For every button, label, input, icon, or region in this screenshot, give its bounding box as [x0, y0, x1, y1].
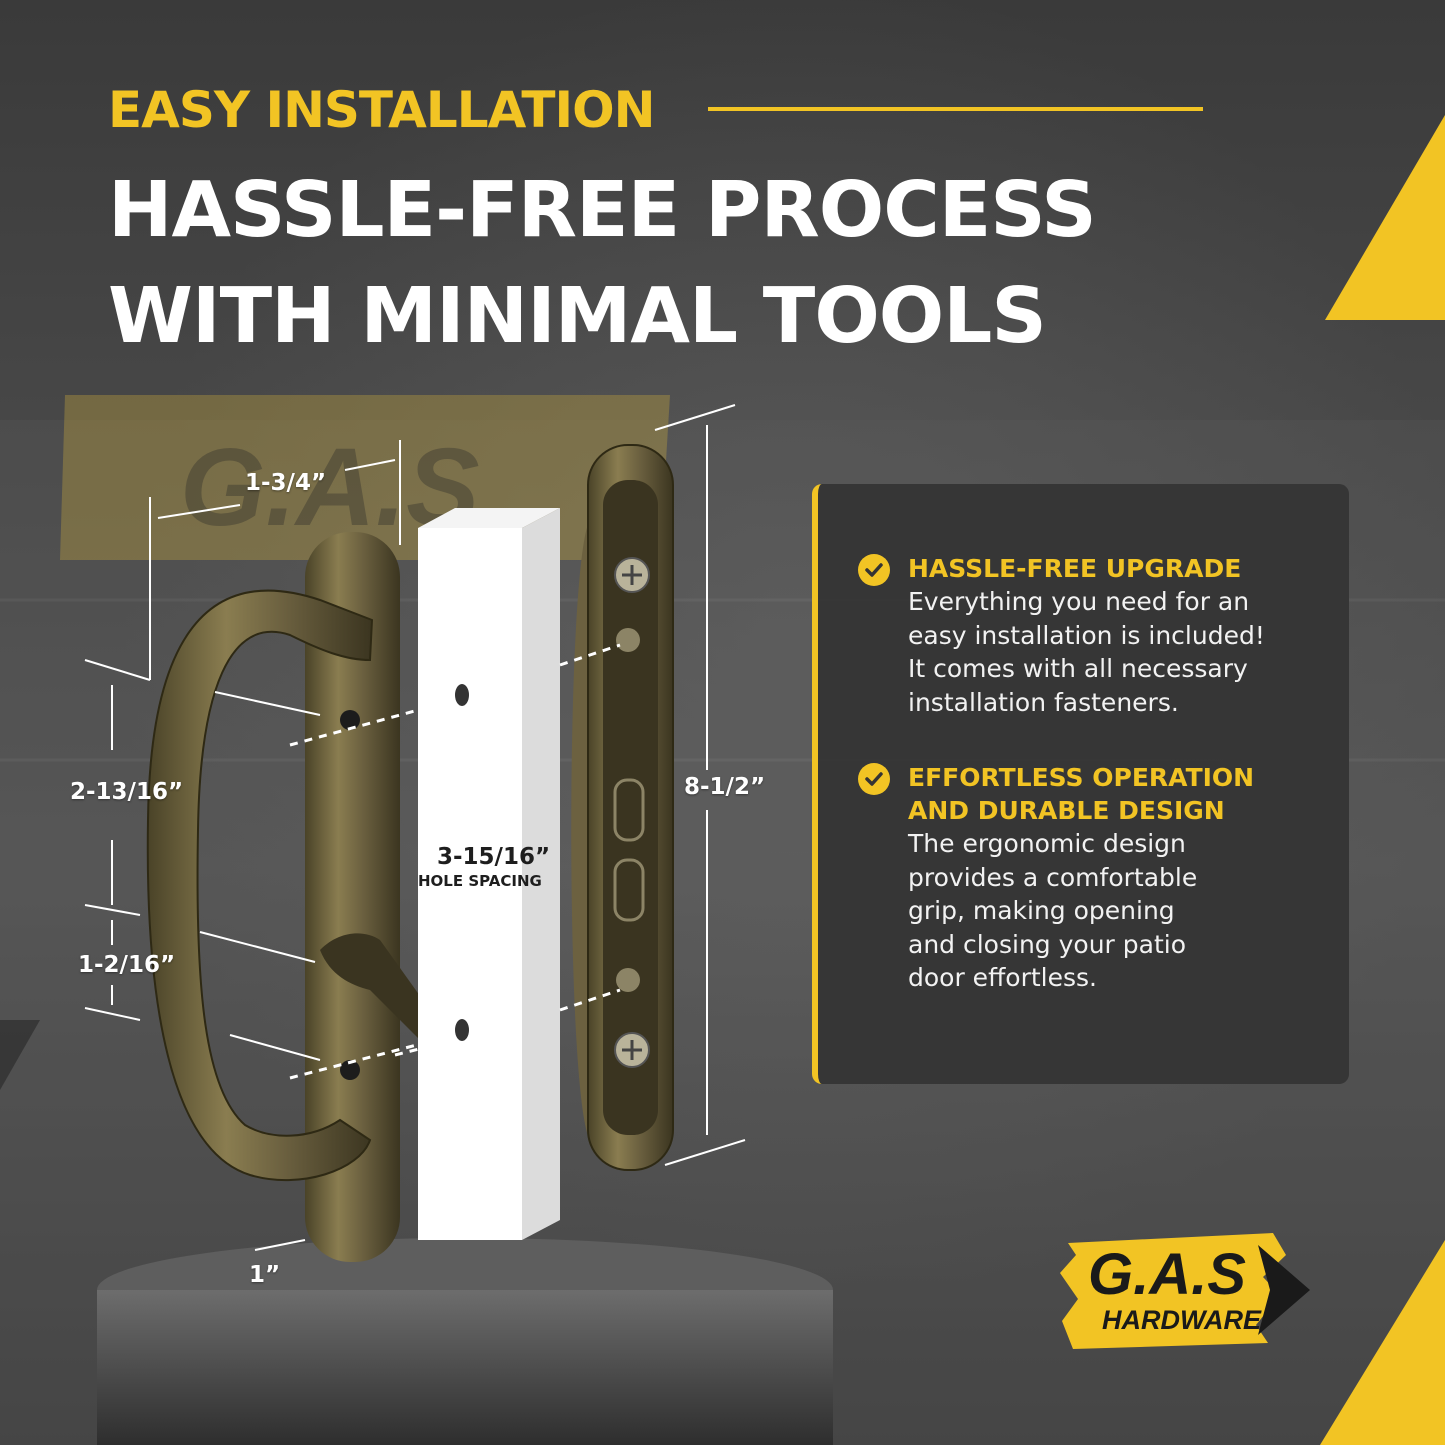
plate-hole-top — [340, 710, 360, 730]
plate-hole-bottom — [340, 1060, 360, 1080]
door-block-side — [522, 508, 560, 1240]
door-hole-top — [455, 684, 469, 706]
check-circle-icon — [858, 554, 890, 586]
feature-panel: HASSLE-FREE UPGRADE Everything you need … — [812, 484, 1349, 1084]
feature-title: HASSLE-FREE UPGRADE — [908, 554, 1242, 583]
check-circle-icon — [858, 763, 890, 795]
post-bottom — [616, 968, 640, 992]
feature-body: The ergonomic design provides a comforta… — [908, 829, 1198, 992]
handle-plate — [305, 532, 400, 1262]
door-block-top — [418, 508, 560, 528]
feature-body: Everything you need for an easy installa… — [908, 587, 1265, 717]
dimension-hole-spacing-label: 3-15/16” — [437, 844, 551, 870]
logo-subtitle: HARDWARE — [1102, 1305, 1261, 1335]
dimension-upper-spacing-label: 2-13/16” — [70, 779, 184, 805]
dimension-depth-label: 1” — [249, 1262, 281, 1288]
slot-1 — [613, 778, 645, 842]
post-top — [616, 628, 640, 652]
feature-item-upgrade: HASSLE-FREE UPGRADE Everything you need … — [858, 552, 1319, 719]
feature-title: EFFORTLESS OPERATION AND DURABLE DESIGN — [908, 763, 1255, 825]
headline-line-2: WITH MINIMAL TOOLS — [108, 272, 1047, 361]
hole-spacing-caption: HOLE SPACING — [418, 872, 542, 890]
dimension-width-label: 1-3/4” — [245, 470, 327, 496]
dimension-lines — [84, 404, 746, 1251]
eyebrow-heading: EASY INSTALLATION — [108, 81, 655, 139]
brand-logo: G.A.S HARDWARE — [1058, 1225, 1328, 1355]
feature-item-operation: EFFORTLESS OPERATION AND DURABLE DESIGN … — [858, 761, 1319, 995]
logo-wordmark: G.A.S — [1088, 1242, 1246, 1307]
door-block-front — [418, 528, 522, 1240]
slot-2 — [613, 858, 645, 922]
dimension-lower-spacing-label: 1-2/16” — [78, 952, 176, 978]
screw-top-cross — [622, 565, 642, 585]
screw-bottom-cross — [622, 1040, 642, 1060]
pedestal-body — [97, 1290, 833, 1445]
logo-brushstroke — [1060, 1233, 1310, 1349]
door-hole-bottom — [455, 1019, 469, 1041]
headline: HASSLE-FREE PROCESS WITH MINIMAL TOOLS — [108, 158, 1308, 370]
headline-line-1: HASSLE-FREE PROCESS — [108, 166, 1097, 255]
dashed-guides — [289, 643, 621, 1080]
eyebrow-rule — [708, 107, 1203, 111]
dimension-height-label: 8-1/2” — [684, 774, 766, 800]
handle-grip — [146, 589, 374, 1182]
